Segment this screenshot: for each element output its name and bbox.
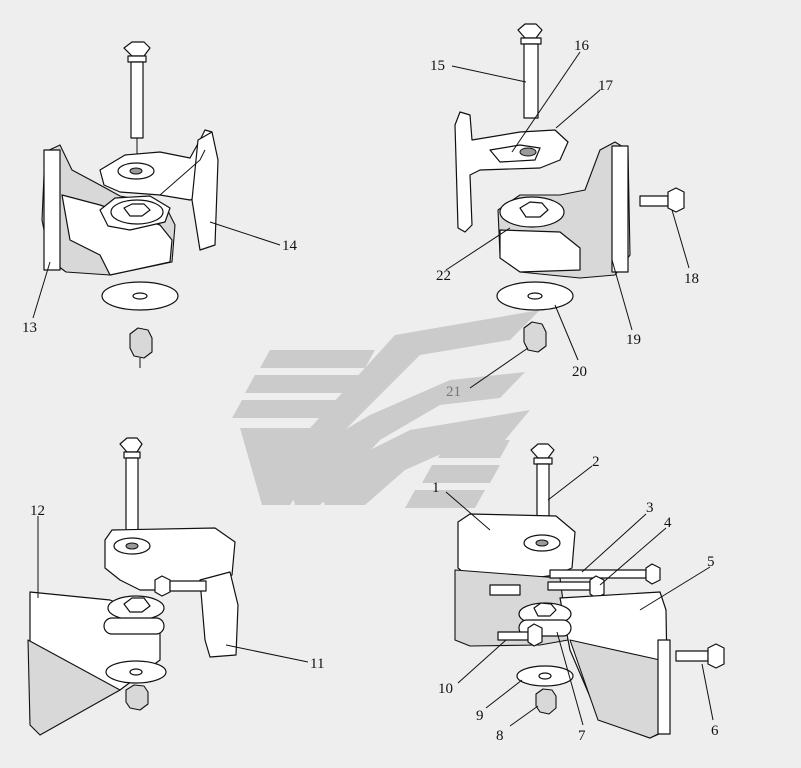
leader-lines — [32, 51, 714, 727]
leader-16 — [511, 51, 581, 153]
callout-7: 7 — [578, 728, 586, 744]
leader-18 — [671, 209, 690, 269]
callout-18: 18 — [684, 271, 699, 287]
callout-17: 17 — [598, 78, 614, 94]
callout-6: 6 — [711, 723, 719, 739]
bracket-part-11 — [104, 527, 239, 658]
leader-9 — [485, 679, 523, 709]
leader-4 — [599, 527, 667, 586]
leader-2 — [547, 465, 593, 501]
leader-19 — [611, 259, 633, 331]
assembly-bottom-right — [454, 443, 725, 739]
callout-labels: 1 2 3 4 5 6 7 8 9 10 11 12 13 14 15 16 1… — [22, 38, 719, 744]
bolt-top-left — [123, 41, 151, 156]
leader-22 — [445, 227, 511, 271]
callout-14: 14 — [282, 238, 298, 254]
side-bolt-part-18 — [639, 187, 685, 213]
mount-part-5 — [559, 591, 671, 739]
leader-11 — [225, 644, 309, 663]
callout-2: 2 — [592, 454, 600, 470]
leader-7 — [556, 631, 584, 726]
bolt-top-right — [517, 23, 543, 119]
callout-13: 13 — [22, 320, 37, 336]
assembly-top-right — [454, 23, 685, 353]
callout-5: 5 — [707, 554, 715, 570]
leader-3 — [581, 513, 647, 573]
callout-11: 11 — [310, 656, 324, 672]
callout-21: 21 — [446, 384, 461, 400]
callout-16: 16 — [574, 38, 590, 54]
small-bolt-part-10 — [497, 623, 543, 647]
bracket-part-16-17 — [454, 111, 569, 233]
leader-14 — [209, 221, 281, 246]
washer-top-left — [101, 281, 179, 311]
leader-8 — [509, 705, 539, 727]
watermark-logo — [232, 310, 540, 508]
assembly-top-left — [41, 41, 219, 368]
callout-4: 4 — [664, 515, 672, 531]
washer-bottom-left — [105, 660, 167, 684]
callout-9: 9 — [476, 708, 484, 724]
washer-part-20 — [496, 281, 574, 311]
side-bolt-bottom-left — [154, 575, 207, 597]
callout-22: 22 — [436, 268, 451, 284]
nut-bottom-left — [125, 684, 149, 711]
washer-part-9 — [516, 665, 574, 687]
leader-5 — [639, 566, 711, 611]
mount-part-13 — [41, 144, 176, 276]
callout-12: 12 — [30, 503, 45, 519]
callout-1: 1 — [432, 480, 440, 496]
leader-15 — [451, 65, 527, 83]
leader-17 — [555, 89, 601, 129]
side-bolt-part-6 — [675, 643, 725, 669]
callout-3: 3 — [646, 500, 654, 516]
leader-6 — [701, 663, 714, 721]
nut-part-8 — [535, 688, 557, 715]
callout-15: 15 — [430, 58, 445, 74]
leader-1 — [445, 491, 491, 531]
leader-21 — [469, 347, 529, 389]
bracket-part-14 — [99, 129, 219, 251]
nut-part-21 — [523, 321, 547, 353]
leader-10 — [457, 639, 507, 684]
bolt-part-3-4 — [547, 563, 661, 599]
callout-10: 10 — [438, 681, 453, 697]
assembly-bottom-left — [27, 437, 239, 736]
callout-8: 8 — [496, 728, 504, 744]
bushing-part-7 — [518, 602, 572, 637]
callout-19: 19 — [626, 332, 641, 348]
nut-top-left — [129, 327, 153, 368]
leader-13 — [32, 261, 51, 319]
mount-part-19 — [497, 141, 631, 279]
leader-20 — [554, 304, 579, 361]
mount-part-12 — [27, 591, 165, 736]
bolt-bottom-left — [119, 437, 143, 531]
callout-20: 20 — [572, 364, 587, 380]
